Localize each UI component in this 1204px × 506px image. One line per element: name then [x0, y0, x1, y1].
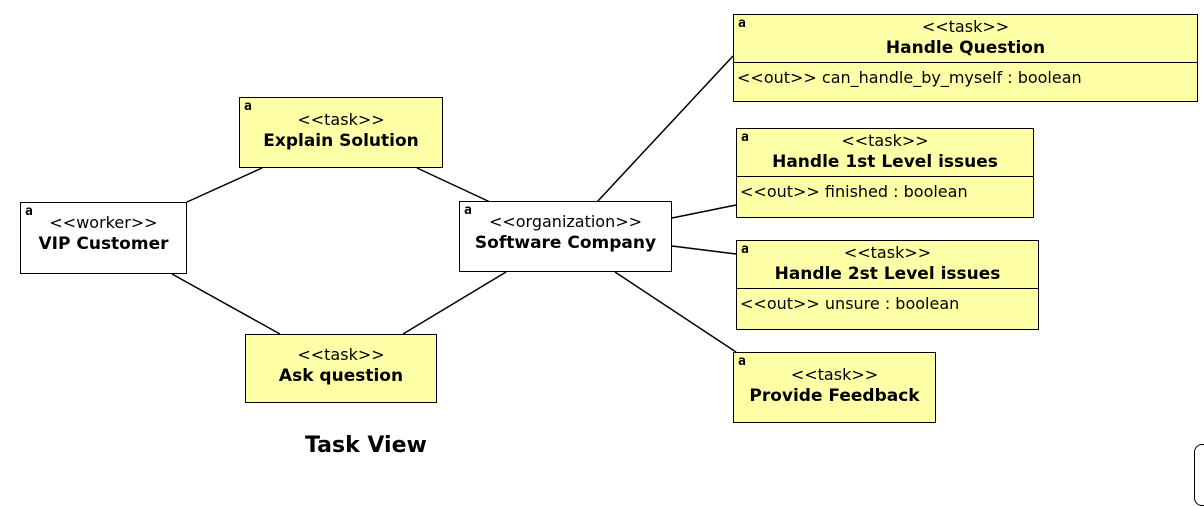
node-task-provide-feedback[interactable]: a <<task>> Provide Feedback — [733, 352, 936, 423]
node-name: Explain Solution — [263, 131, 419, 151]
node-name: Ask question — [278, 366, 404, 386]
node-name: Handle 1st Level issues — [772, 152, 998, 172]
node-task-handle-question[interactable]: a <<task>> Handle Question <<out>> can_h… — [733, 14, 1198, 102]
node-attribute: <<out>> unsure : boolean — [737, 288, 1038, 319]
actor-a-icon: a — [244, 99, 252, 114]
actor-a-icon: a — [738, 16, 746, 31]
node-name: Handle 2st Level issues — [774, 264, 1001, 284]
node-stereotype: <<task>> — [843, 243, 932, 262]
node-stereotype: <<worker>> — [49, 213, 158, 232]
actor-a-icon: a — [25, 204, 33, 219]
node-stereotype: <<task>> — [790, 365, 879, 384]
connector-vip-explain — [186, 167, 263, 203]
connector-company-handle-2st — [671, 245, 737, 255]
node-stereotype: <<organization>> — [488, 212, 643, 231]
connector-company-handle-1st — [671, 204, 737, 219]
node-name: Provide Feedback — [749, 386, 920, 406]
node-stereotype: <<task>> — [841, 131, 929, 150]
node-stereotype: <<task>> — [297, 110, 385, 129]
connector-explain-company — [416, 167, 491, 203]
actor-a-icon: a — [738, 354, 746, 369]
node-software-company[interactable]: a <<organization>> Software Company — [459, 201, 672, 272]
connector-company-handle-question — [596, 55, 734, 203]
corner-frame-decoration — [1194, 444, 1204, 506]
node-attribute: <<out>> can_handle_by_myself : boolean — [734, 62, 1197, 93]
node-stereotype: <<task>> — [297, 345, 385, 364]
connector-layer — [171, 55, 737, 353]
node-name: Handle Question — [885, 38, 1046, 58]
node-stereotype: <<task>> — [921, 17, 1010, 36]
view-title: Task View — [305, 433, 427, 458]
node-task-handle-1st-level[interactable]: a <<task>> Handle 1st Level issues <<out… — [736, 128, 1034, 218]
node-attribute: <<out>> finished : boolean — [737, 176, 1033, 207]
node-name: VIP Customer — [38, 234, 169, 254]
connector-company-provide-feedback — [614, 271, 737, 353]
actor-a-icon: a — [741, 242, 749, 257]
node-vip-customer[interactable]: a <<worker>> VIP Customer — [20, 202, 187, 274]
node-task-ask-question[interactable]: <<task>> Ask question — [245, 334, 437, 403]
connector-vip-ask — [171, 273, 281, 335]
actor-a-icon: a — [464, 203, 472, 218]
actor-a-icon: a — [741, 130, 749, 145]
node-task-explain-solution[interactable]: a <<task>> Explain Solution — [239, 97, 443, 168]
connector-ask-company — [402, 271, 507, 335]
node-task-handle-2st-level[interactable]: a <<task>> Handle 2st Level issues <<out… — [736, 240, 1039, 330]
node-name: Software Company — [474, 233, 657, 253]
